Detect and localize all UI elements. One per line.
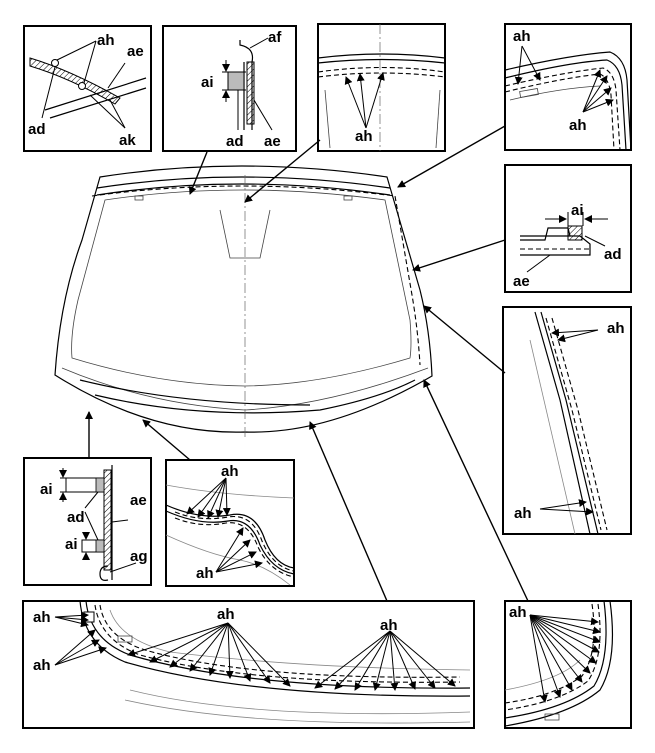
label-ah: ah xyxy=(569,117,587,134)
label-af: af xyxy=(268,29,282,46)
label-ah: ah xyxy=(514,505,532,522)
label-ad: ad xyxy=(67,509,85,526)
label-ae: ae xyxy=(130,492,147,509)
detail-panel-bottom-right: ah xyxy=(504,600,632,729)
label-ae: ae xyxy=(127,43,144,60)
detail-panel-right-side: ah ah xyxy=(502,306,632,535)
detail-panel-left-lower: ai ad ae ai ag xyxy=(23,457,152,586)
label-ai: ai xyxy=(571,202,584,219)
detail-panel-top-left: ah ae ad ak xyxy=(23,25,152,152)
label-ah: ah xyxy=(355,128,373,145)
label-ah: ah xyxy=(380,617,398,634)
detail-panel-top-right: ah ah xyxy=(504,23,632,151)
label-ai: ai xyxy=(40,481,53,498)
callout-lines xyxy=(85,125,529,602)
detail-panel-bottom-wide: ah ah ah ah xyxy=(22,600,475,729)
label-ah: ah xyxy=(513,28,531,45)
label-ak: ak xyxy=(119,132,136,149)
detail-panel-top-second: af ai ad ae xyxy=(162,25,297,152)
label-ah: ah xyxy=(509,604,527,621)
label-ah: ah xyxy=(97,32,115,49)
label-ag: ag xyxy=(130,548,148,565)
label-ad: ad xyxy=(226,133,244,150)
label-ah: ah xyxy=(217,606,235,623)
detail-panel-center-lower: ah ah xyxy=(165,459,295,587)
label-ad: ad xyxy=(28,121,46,138)
windshield-main-view xyxy=(54,165,433,440)
pointer-arrows xyxy=(54,611,456,691)
label-ai: ai xyxy=(201,74,214,91)
label-ae: ae xyxy=(513,273,530,290)
label-ah: ah xyxy=(33,609,51,626)
label-ad: ad xyxy=(604,246,622,263)
detail-panel-top-center: ah xyxy=(317,23,446,152)
label-ah: ah xyxy=(607,320,625,337)
label-ah: ah xyxy=(221,463,239,480)
pointer-arrows xyxy=(529,614,601,703)
label-ah: ah xyxy=(196,565,214,582)
label-ae: ae xyxy=(264,133,281,150)
label-ah: ah xyxy=(33,657,51,674)
detail-panel-right-cross-section: ai ad ae xyxy=(504,164,632,293)
label-ai: ai xyxy=(65,536,78,553)
pointer-arrows xyxy=(344,72,385,129)
